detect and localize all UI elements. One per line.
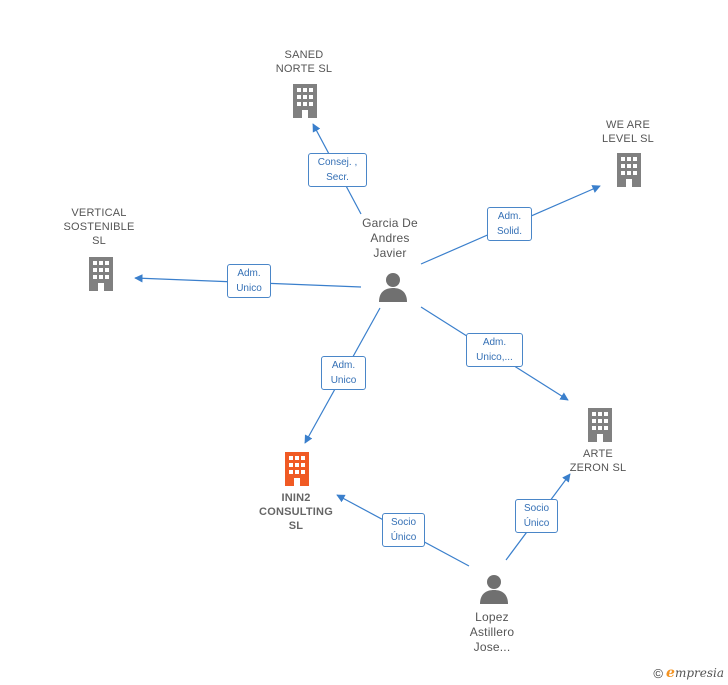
building-icon[interactable]	[614, 153, 644, 187]
node-label-we-are-level[interactable]: WE ARE LEVEL SL	[602, 119, 654, 145]
building-icon[interactable]	[86, 257, 116, 291]
person-icon[interactable]	[378, 272, 408, 302]
edge-label-garcia-inin2[interactable]: Adm. Unico	[321, 356, 366, 390]
node-label-lopez[interactable]: Lopez Astillero Jose...	[469, 610, 515, 654]
footer-brand: © empresia	[653, 665, 724, 681]
edge-label-garcia-we-are-level[interactable]: Adm. Solid.	[487, 207, 532, 241]
edge-label-lopez-arte[interactable]: Socio Único	[515, 499, 558, 533]
node-label-garcia[interactable]: Garcia De Andres Javier	[362, 216, 418, 260]
edge-label-garcia-vertical[interactable]: Adm. Unico	[227, 264, 271, 298]
node-label-vertical-sostenible[interactable]: VERTICAL SOSTENIBLE SL	[63, 207, 135, 247]
edge-label-garcia-saned[interactable]: Consej. , Secr.	[308, 153, 367, 187]
node-label-arte-zeron[interactable]: ARTE ZERON SL	[569, 448, 627, 474]
empresia-logo[interactable]: empresia	[666, 665, 724, 681]
node-label-inin2-consulting[interactable]: ININ2 CONSULTING SL	[259, 492, 333, 532]
edge-label-garcia-arte[interactable]: Adm. Unico,...	[466, 333, 523, 367]
person-icon[interactable]	[479, 574, 509, 604]
copyright-symbol: ©	[653, 665, 664, 681]
building-icon[interactable]	[585, 408, 615, 442]
edge-label-lopez-inin2[interactable]: Socio Único	[382, 513, 425, 547]
building-icon[interactable]	[290, 84, 320, 118]
focus-building-icon[interactable]	[282, 452, 312, 486]
node-label-saned[interactable]: SANED NORTE SL	[275, 49, 333, 75]
